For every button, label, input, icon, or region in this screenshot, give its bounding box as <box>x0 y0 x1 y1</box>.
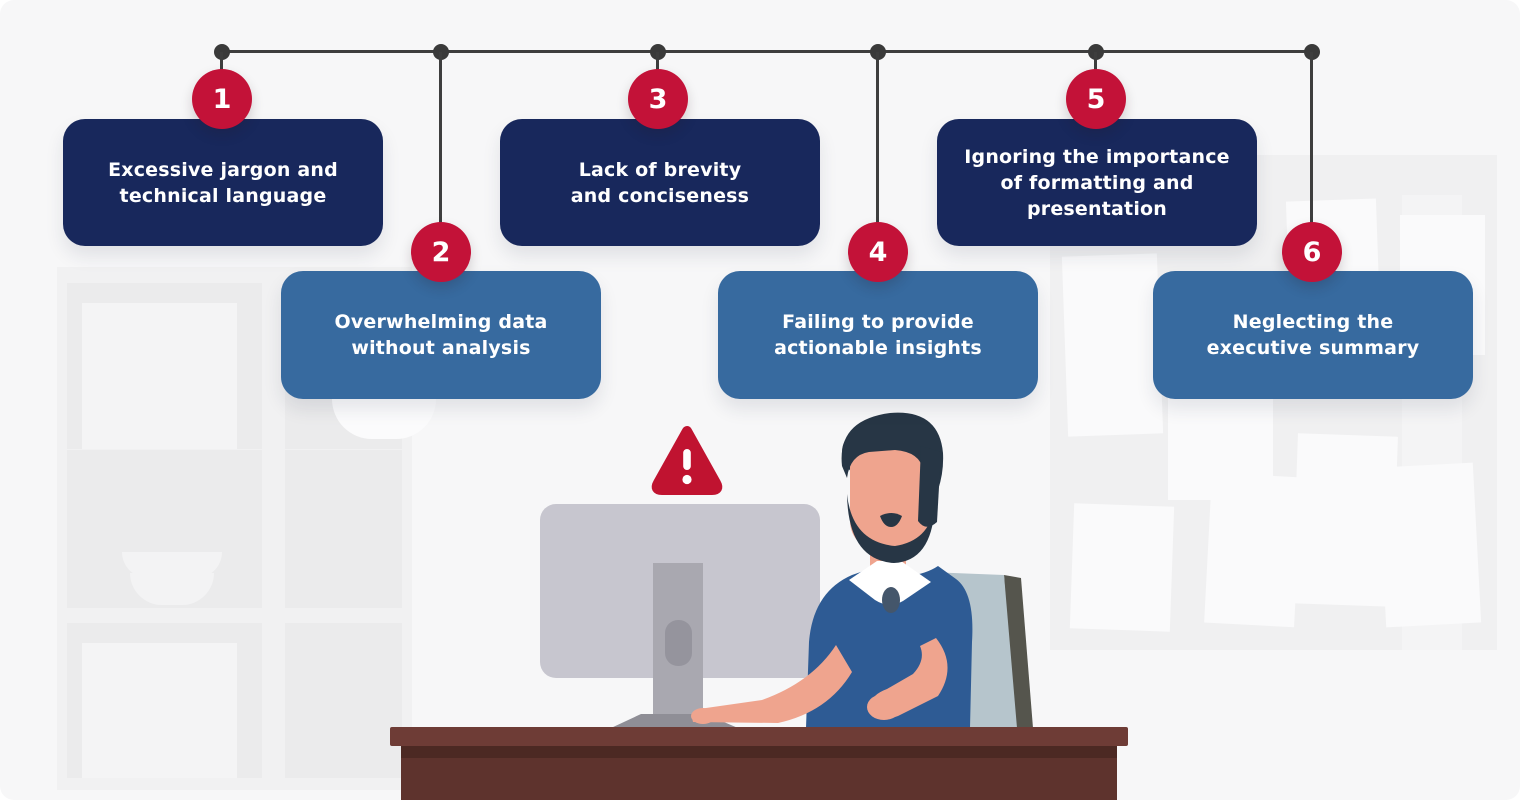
step-3-card: Lack of brevity and conciseness <box>500 119 820 246</box>
face <box>850 430 929 551</box>
step-1-card: Excessive jargon and technical language <box>63 119 383 246</box>
shelf-cell <box>285 623 402 778</box>
timeline-connector <box>876 52 879 226</box>
step-number: 1 <box>212 83 232 115</box>
step-number: 2 <box>431 236 451 268</box>
step-number: 6 <box>1302 236 1322 268</box>
step-1-badge: 1 <box>192 69 252 129</box>
step-1-label: Excessive jargon and technical language <box>108 158 338 207</box>
man <box>691 412 973 728</box>
man-at-computer-illustration <box>390 412 1128 800</box>
right-hand <box>867 694 901 720</box>
timeline-connector <box>1094 52 1097 74</box>
warning-triangle-icon <box>651 426 723 495</box>
collar-button <box>882 587 900 613</box>
step-2-badge: 2 <box>411 222 471 282</box>
step-6-badge: 6 <box>1282 222 1342 282</box>
step-number: 5 <box>1086 83 1106 115</box>
step-number: 3 <box>648 83 668 115</box>
step-3-label: Lack of brevity and conciseness <box>570 158 750 207</box>
step-4-label: Failing to provide actionable insights <box>774 311 982 359</box>
desk-shadow-strip <box>401 746 1117 758</box>
left-hand <box>691 708 715 724</box>
timeline-connector <box>439 52 442 226</box>
paper-decor <box>1204 472 1302 628</box>
step-6-card: Neglecting the executive summary <box>1153 271 1473 399</box>
timeline-line <box>222 50 1312 53</box>
collar <box>849 561 931 605</box>
hair-side <box>918 446 941 527</box>
step-4-card: Failing to provide actionable insights <box>718 271 1038 399</box>
step-4-badge: 4 <box>848 222 908 282</box>
step-3-badge: 3 <box>628 69 688 129</box>
step-6-label: Neglecting the executive summary <box>1206 311 1420 359</box>
desk-top <box>390 727 1128 746</box>
shelf-inner-panel <box>82 303 237 449</box>
step-2-label: Overwhelming data without analysis <box>334 311 548 359</box>
step-2-card: Overwhelming data without analysis <box>281 271 601 399</box>
mustache <box>880 513 902 527</box>
beard <box>847 494 935 563</box>
step-5-badge: 5 <box>1066 69 1126 129</box>
step-5-card: Ignoring the importance of formatting an… <box>937 119 1257 246</box>
hair-top <box>841 412 944 490</box>
step-5-label: Ignoring the importance of formatting an… <box>964 145 1230 220</box>
shelf-cell <box>285 450 402 608</box>
paper-decor <box>1377 462 1482 628</box>
left-arm <box>692 645 852 723</box>
timeline-connector <box>220 52 223 74</box>
timeline-connector <box>656 52 659 74</box>
timeline-connector <box>1310 52 1313 226</box>
shelf-inner-panel <box>82 643 237 778</box>
desk <box>390 727 1128 800</box>
monitor <box>540 504 820 728</box>
step-number: 4 <box>868 236 888 268</box>
